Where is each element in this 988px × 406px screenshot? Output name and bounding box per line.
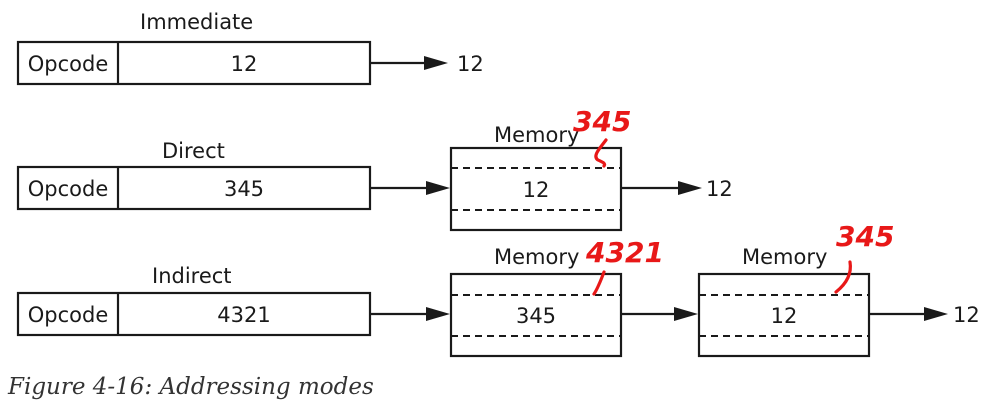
indirect-result-arrow-head [924, 307, 948, 321]
indirect-memory1-annotation: 4321 [585, 236, 664, 269]
direct-memory-value: 12 [523, 178, 550, 202]
figure-caption: Figure 4-16: Addressing modes [8, 374, 374, 400]
immediate-mode-label: Immediate [140, 10, 253, 34]
direct-annotation-pointer [594, 138, 608, 168]
indirect-memory2-label: Memory [742, 245, 827, 269]
indirect-memory2-annotation-pointer [834, 260, 852, 294]
direct-memory-annotation: 345 [573, 105, 631, 138]
indirect-mode: Indirect Opcode 4321 Memory 345 4321 Mem… [16, 220, 980, 358]
indirect-memory1-annotation-pointer [592, 270, 606, 296]
direct-mode-label: Direct [162, 139, 225, 163]
immediate-instruction-box [16, 40, 372, 86]
direct-to-memory-arrow-head [426, 181, 450, 195]
indirect-mode-label: Indirect [152, 264, 232, 288]
indirect-memory1-value: 345 [516, 304, 556, 328]
indirect-to-memory1-arrow-head [426, 307, 450, 321]
direct-memory-box [449, 146, 623, 232]
direct-mode: Direct Opcode 345 Memory 12 345 12 [16, 105, 733, 232]
direct-operand: 345 [224, 177, 264, 201]
indirect-memory2-annotation: 345 [836, 220, 894, 253]
indirect-instruction-box [16, 291, 372, 337]
direct-opcode: Opcode [28, 177, 109, 201]
immediate-mode: Immediate Opcode 12 12 [16, 10, 484, 86]
indirect-operand: 4321 [217, 303, 270, 327]
memory1-to-memory2-arrow-head [674, 307, 698, 321]
direct-result: 12 [706, 177, 733, 201]
indirect-memory1-label: Memory [494, 245, 579, 269]
immediate-result: 12 [457, 52, 484, 76]
direct-result-arrow-head [678, 181, 702, 195]
direct-memory-label: Memory [494, 123, 579, 147]
immediate-operand: 12 [231, 52, 258, 76]
indirect-result: 12 [953, 303, 980, 327]
indirect-memory2-value: 12 [771, 304, 798, 328]
immediate-opcode: Opcode [28, 52, 109, 76]
immediate-result-arrow-head [424, 56, 448, 70]
indirect-opcode: Opcode [28, 303, 109, 327]
